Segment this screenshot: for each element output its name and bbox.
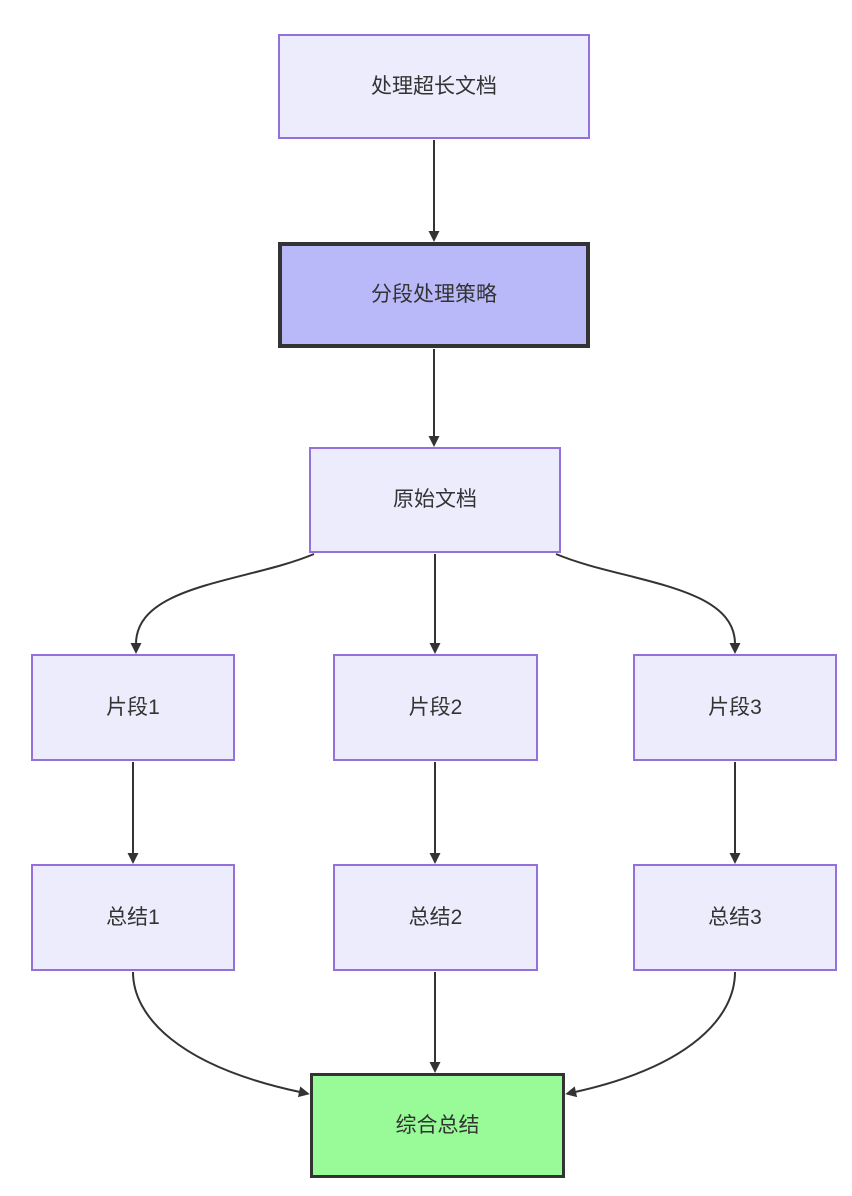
node-summary-1: 总结1 [31,864,235,971]
node-summary-2: 总结2 [333,864,538,971]
node-fragment-3: 片段3 [633,654,837,761]
node-handle-long-document: 处理超长文档 [278,34,590,139]
node-fragment-2: 片段2 [333,654,538,761]
node-fragment-1-label: 片段1 [106,695,160,719]
edge-c-d3 [555,553,741,654]
node-combined-summary: 综合总结 [310,1073,565,1178]
node-original-document: 原始文档 [309,447,561,553]
node-fragment-1: 片段1 [31,654,235,761]
node-summary-2-label: 总结2 [408,905,463,929]
node-summary-1-label: 总结1 [106,905,160,929]
node-fragment-3-label: 片段3 [708,695,762,719]
edge-e3-f [565,971,736,1098]
node-segmentation-strategy-label: 分段处理策略 [371,283,497,307]
node-combined-summary-label: 综合总结 [395,1113,480,1137]
node-handle-long-document-label: 处理超长文档 [371,74,497,98]
node-summary-3-label: 总结3 [708,905,762,929]
node-summary-3: 总结3 [633,864,837,971]
edge-c-d1 [130,553,315,654]
node-original-document-label: 原始文档 [393,488,477,512]
edge-e1-f [132,971,310,1098]
node-fragment-2-label: 片段2 [408,695,463,719]
node-segmentation-strategy: 分段处理策略 [278,242,590,348]
